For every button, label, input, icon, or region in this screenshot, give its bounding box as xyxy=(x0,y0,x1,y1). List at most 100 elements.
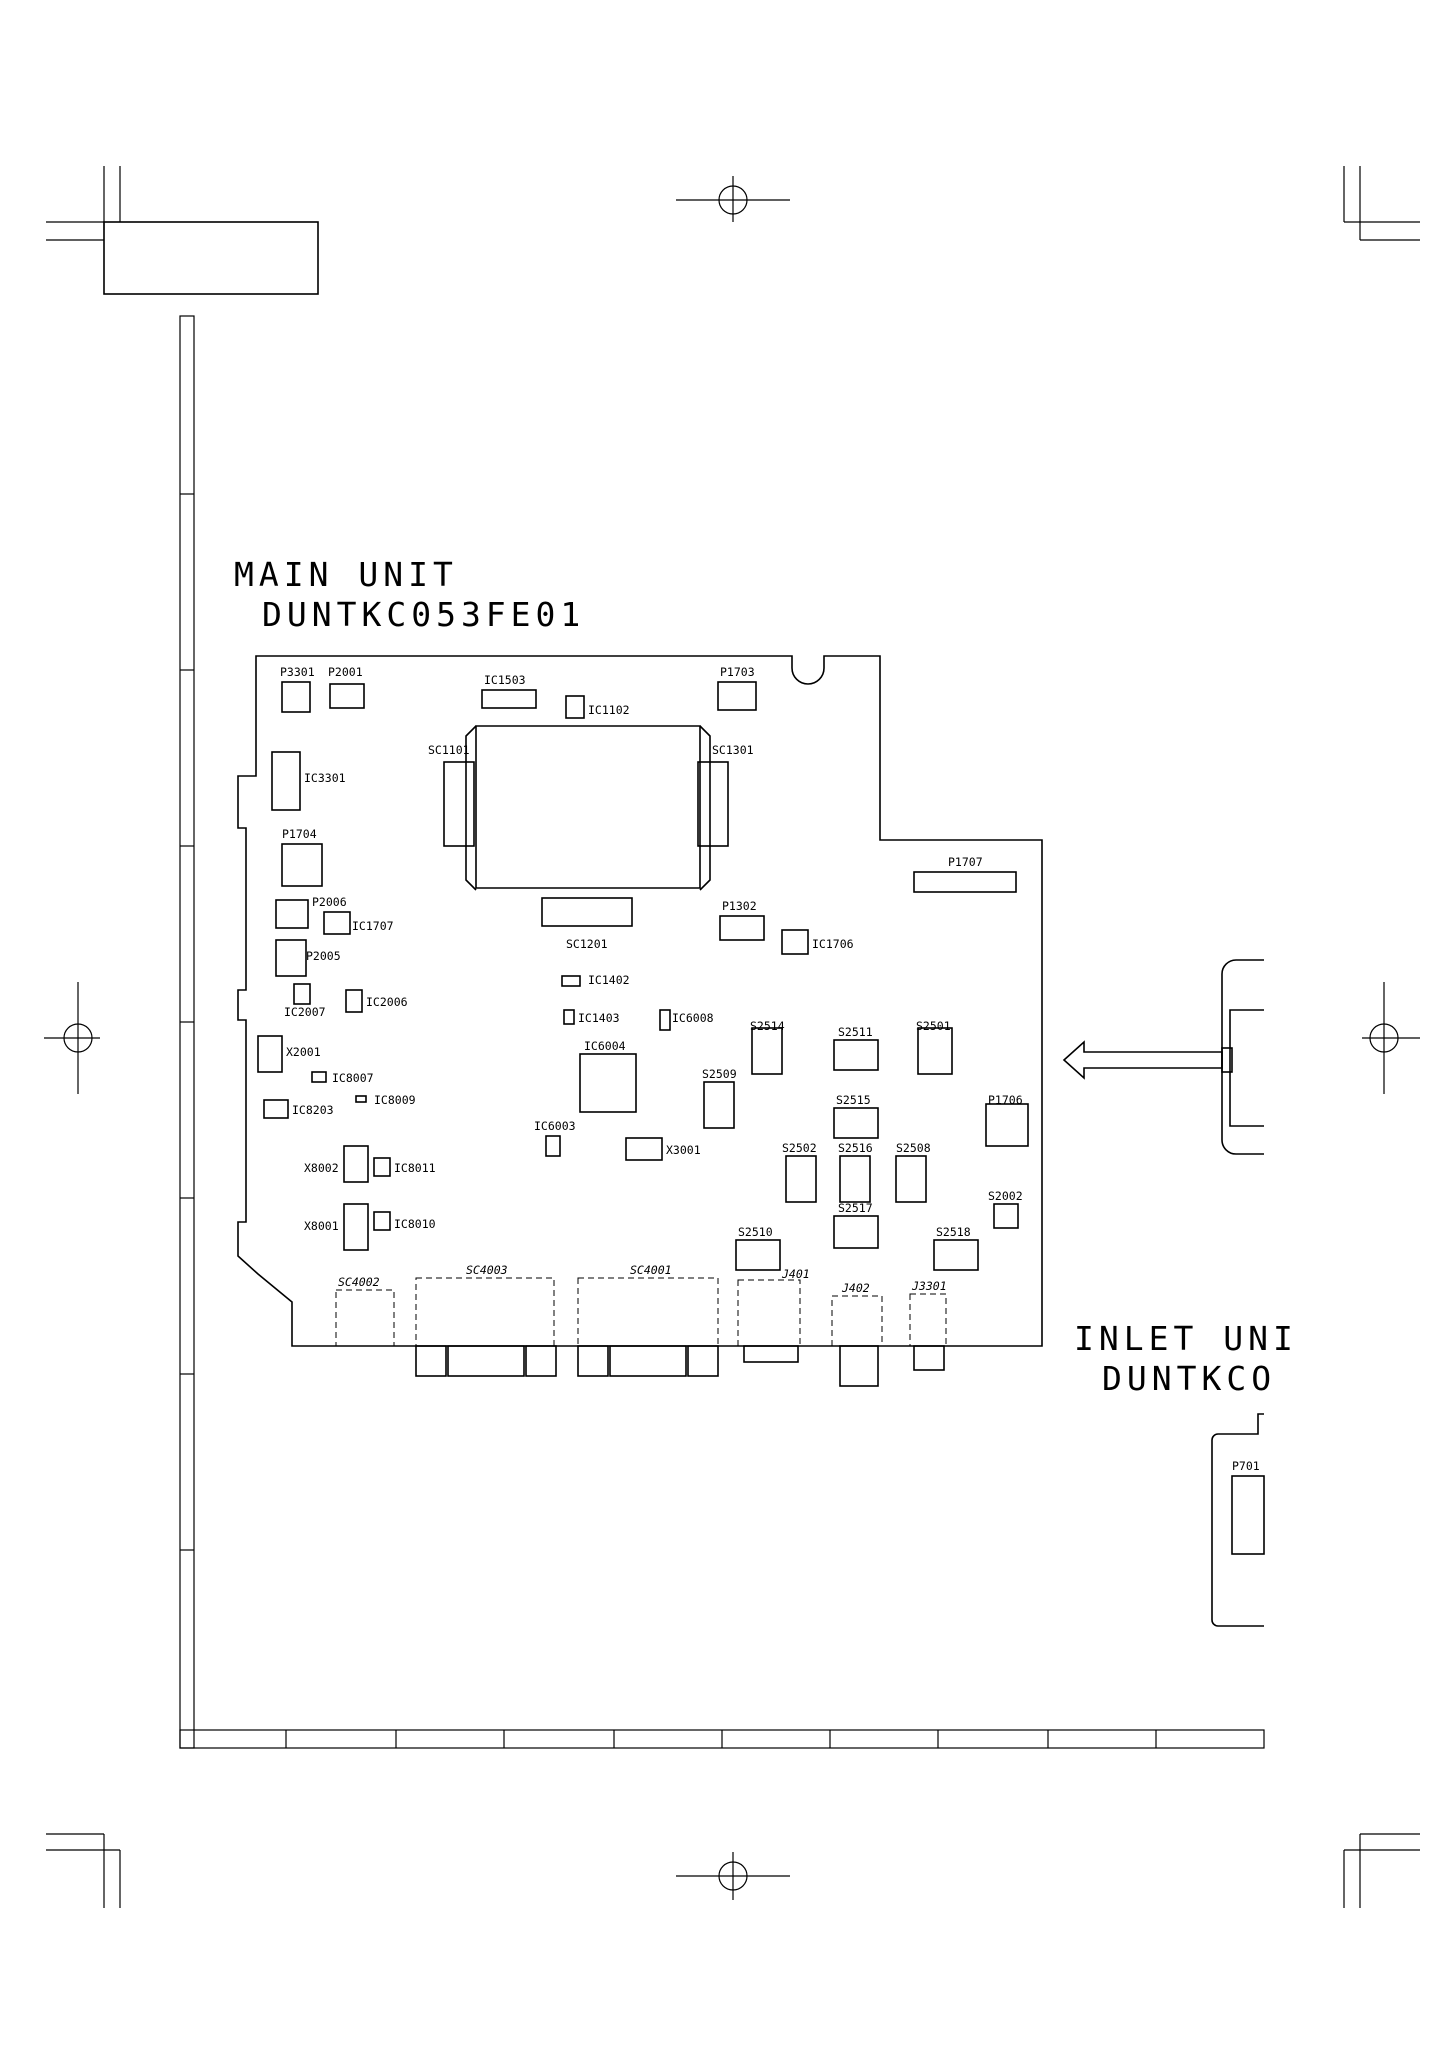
frame-ruler xyxy=(179,315,1265,1749)
label-ic1707: IC1707 xyxy=(352,919,394,933)
comp-ic8011 xyxy=(373,1157,391,1177)
comp-ic8203 xyxy=(263,1099,289,1119)
comp-ic6004 xyxy=(579,1053,637,1113)
comp-s2515 xyxy=(833,1107,879,1139)
label-p1704: P1704 xyxy=(282,827,317,841)
label-ic8009: IC8009 xyxy=(374,1093,416,1107)
label-ic2006: IC2006 xyxy=(366,995,408,1009)
label-p1703: P1703 xyxy=(720,665,755,679)
display-module xyxy=(443,725,729,927)
comp-x3001 xyxy=(625,1137,663,1161)
header-box xyxy=(103,221,319,295)
label-sc4002: SC4002 xyxy=(338,1275,380,1289)
label-p2006: P2006 xyxy=(312,895,347,909)
comp-p1704 xyxy=(281,843,323,887)
inlet-arrow xyxy=(1062,1040,1233,1080)
label-ic6003: IC6003 xyxy=(534,1119,576,1133)
bottom-connectors xyxy=(335,1277,947,1387)
label-s2518: S2518 xyxy=(936,1225,971,1239)
label-s2502: S2502 xyxy=(782,1141,817,1155)
comp-ic8007 xyxy=(311,1071,327,1083)
label-ic1706: IC1706 xyxy=(812,937,854,951)
label-s2511: S2511 xyxy=(838,1025,873,1039)
registration-target-left xyxy=(44,982,100,1094)
label-p1707: P1707 xyxy=(948,855,983,869)
label-sc1101: SC1101 xyxy=(428,743,470,757)
label-x8001: X8001 xyxy=(304,1219,339,1233)
comp-ic1503 xyxy=(481,689,537,709)
comp-s2511 xyxy=(833,1039,879,1071)
comp-x8002 xyxy=(343,1145,369,1183)
label-s2508: S2508 xyxy=(896,1141,931,1155)
label-s2510: S2510 xyxy=(738,1225,773,1239)
label-j402: J402 xyxy=(841,1281,870,1295)
comp-s2509 xyxy=(703,1081,735,1129)
label-ic6004: IC6004 xyxy=(584,1039,626,1053)
label-j3301: J3301 xyxy=(911,1279,947,1293)
label-p2005: P2005 xyxy=(306,949,341,963)
comp-s2517 xyxy=(833,1215,879,1249)
inlet-unit-title: INLET UNI xyxy=(1074,1319,1298,1358)
main-board-outline xyxy=(237,655,1043,1347)
comp-p1302 xyxy=(719,915,765,941)
inlet-unit-code: DUNTKCO xyxy=(1102,1359,1276,1398)
comp-s2501 xyxy=(917,1027,953,1075)
label-p3301: P3301 xyxy=(280,665,315,679)
label-p1302: P1302 xyxy=(722,899,757,913)
comp-s2508 xyxy=(895,1155,927,1203)
label-s2002: S2002 xyxy=(988,1189,1023,1203)
comp-ic6008 xyxy=(659,1009,671,1031)
label-s2509: S2509 xyxy=(702,1067,737,1081)
label-j401: J401 xyxy=(781,1267,810,1281)
comp-p2005 xyxy=(275,939,307,977)
comp-ic1707 xyxy=(323,911,351,935)
label-ic8007: IC8007 xyxy=(332,1071,374,1085)
comp-ic8010 xyxy=(373,1211,391,1231)
label-p1706: P1706 xyxy=(988,1093,1023,1107)
comp-x8001 xyxy=(343,1203,369,1251)
label-sc1201: SC1201 xyxy=(566,937,608,951)
main-unit-title: MAIN UNIT xyxy=(234,555,458,594)
label-ic8010: IC8010 xyxy=(394,1217,436,1231)
label-ic1503: IC1503 xyxy=(484,673,526,687)
label-ic1402: IC1402 xyxy=(588,973,630,987)
label-x3001: X3001 xyxy=(666,1143,701,1157)
comp-p1707 xyxy=(913,871,1017,893)
comp-ic1402 xyxy=(561,975,581,987)
ref-labels: P3301 P2001 IC1503 IC1102 P1703 SC1101 S… xyxy=(280,665,1260,1473)
comp-s2518 xyxy=(933,1239,979,1271)
label-s2516: S2516 xyxy=(838,1141,873,1155)
registration-target-bottom xyxy=(676,1852,790,1900)
comp-ic2006 xyxy=(345,989,363,1013)
label-s2501: S2501 xyxy=(916,1019,951,1033)
label-ic8011: IC8011 xyxy=(394,1161,436,1175)
components xyxy=(257,681,1029,1271)
label-sc1301: SC1301 xyxy=(712,743,754,757)
comp-s2510 xyxy=(735,1239,781,1271)
label-ic8203: IC8203 xyxy=(292,1103,334,1117)
main-unit-code: DUNTKC053FE01 xyxy=(262,595,585,634)
registration-target-right xyxy=(1362,982,1420,1094)
label-ic6008: IC6008 xyxy=(672,1011,714,1025)
label-p701: P701 xyxy=(1232,1459,1260,1473)
label-sc4003: SC4003 xyxy=(466,1263,508,1277)
label-s2517: S2517 xyxy=(838,1201,873,1215)
comp-p2001 xyxy=(329,683,365,709)
label-x8002: X8002 xyxy=(304,1161,339,1175)
comp-x2001 xyxy=(257,1035,283,1073)
comp-ic8009 xyxy=(355,1095,367,1103)
comp-ic1102 xyxy=(565,695,585,719)
label-ic1102: IC1102 xyxy=(588,703,630,717)
comp-s2002 xyxy=(993,1203,1019,1229)
label-ic2007: IC2007 xyxy=(284,1005,326,1019)
comp-p1703 xyxy=(717,681,757,711)
label-x2001: X2001 xyxy=(286,1045,321,1059)
comp-ic1706 xyxy=(781,929,809,955)
comp-p1706 xyxy=(985,1103,1029,1147)
comp-p3301 xyxy=(281,681,311,713)
registration-target-top xyxy=(676,176,790,222)
comp-s2514 xyxy=(751,1027,783,1075)
comp-s2516 xyxy=(839,1155,871,1203)
label-s2515: S2515 xyxy=(836,1093,871,1107)
